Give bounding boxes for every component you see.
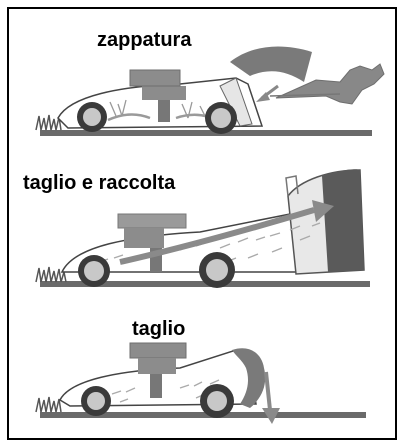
collector-handle — [285, 175, 299, 197]
flow-arrow — [119, 207, 315, 265]
panel-label-taglio-e-raccolta: taglio e raccolta — [23, 172, 176, 194]
panel-label-taglio: taglio — [132, 318, 186, 340]
engine-base — [138, 358, 176, 374]
ground-strip — [40, 281, 370, 287]
discharge-arrow — [264, 371, 272, 411]
engine-top — [129, 342, 187, 359]
soil-strokes — [109, 99, 206, 119]
panel-label-zappatura: zappatura — [97, 29, 192, 51]
clipping-strokes — [111, 379, 220, 403]
lifted-flap — [230, 46, 312, 82]
discharge-deflector — [232, 348, 266, 408]
engine-top — [117, 213, 187, 229]
engine-base — [142, 86, 186, 100]
grass-tufts — [35, 114, 62, 131]
arrow-head — [312, 200, 334, 222]
engine-base — [124, 228, 164, 248]
ground-strip — [40, 412, 366, 418]
lawn-mower-collector-icon — [35, 169, 370, 288]
collector-dark-back — [322, 169, 364, 272]
engine-shaft — [150, 374, 162, 398]
engine-shaft — [158, 100, 170, 122]
ground-strip — [40, 130, 372, 136]
tiller-attachment — [275, 63, 385, 105]
grass-tufts — [35, 266, 67, 283]
lawn-mower-icon — [35, 342, 366, 424]
rotary-tiller-icon — [35, 46, 385, 136]
engine-top — [129, 69, 181, 87]
grass-tufts — [35, 396, 62, 413]
